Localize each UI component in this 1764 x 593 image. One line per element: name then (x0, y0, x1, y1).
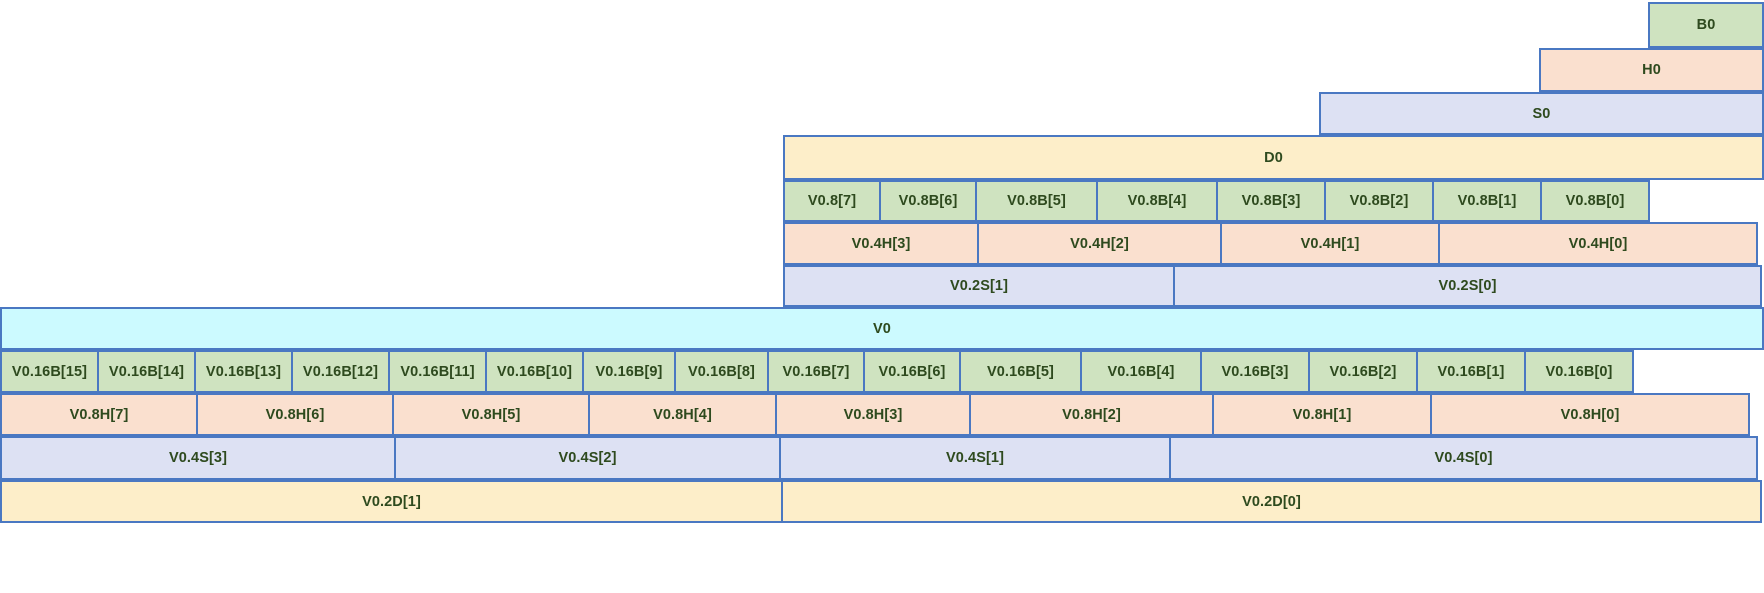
cell-v016b-10[interactable]: V0.16B[5] (959, 350, 1082, 393)
cell-d0-0[interactable]: D0 (783, 135, 1764, 180)
cell-v08b-5[interactable]: V0.8B[2] (1324, 180, 1434, 222)
cell-v04s-1[interactable]: V0.4S[2] (394, 436, 781, 480)
cell-v08h-5[interactable]: V0.8H[2] (969, 393, 1214, 436)
cell-v02s-1[interactable]: V0.2S[0] (1173, 265, 1762, 307)
cell-v08b-3[interactable]: V0.8B[4] (1096, 180, 1218, 222)
cell-v08b-0[interactable]: V0.8[7] (783, 180, 881, 222)
cell-v016b-3[interactable]: V0.16B[12] (291, 350, 390, 393)
cell-v0-0[interactable]: V0 (0, 307, 1764, 350)
cell-v04s-0[interactable]: V0.4S[3] (0, 436, 396, 480)
cell-v016b-7[interactable]: V0.16B[8] (674, 350, 769, 393)
cell-v04h-0[interactable]: V0.4H[3] (783, 222, 979, 265)
cell-v016b-9[interactable]: V0.16B[6] (863, 350, 961, 393)
row-b0: B0 (1648, 2, 1764, 48)
cell-v04s-3[interactable]: V0.4S[0] (1169, 436, 1758, 480)
cell-v08b-7[interactable]: V0.8B[0] (1540, 180, 1650, 222)
cell-v08b-4[interactable]: V0.8B[3] (1216, 180, 1326, 222)
cell-v08h-7[interactable]: V0.8H[0] (1430, 393, 1750, 436)
cell-v04h-3[interactable]: V0.4H[0] (1438, 222, 1758, 265)
cell-s0-0[interactable]: S0 (1319, 92, 1764, 135)
row-v016b: V0.16B[15]V0.16B[14]V0.16B[13]V0.16B[12]… (0, 350, 1764, 393)
row-v02d: V0.2D[1]V0.2D[0] (0, 480, 1764, 523)
cell-v016b-8[interactable]: V0.16B[7] (767, 350, 865, 393)
row-v08h: V0.8H[7]V0.8H[6]V0.8H[5]V0.8H[4]V0.8H[3]… (0, 393, 1764, 436)
cell-v016b-2[interactable]: V0.16B[13] (194, 350, 293, 393)
row-v08b: V0.8[7]V0.8B[6]V0.8B[5]V0.8B[4]V0.8B[3]V… (783, 180, 1764, 222)
cell-v04h-2[interactable]: V0.4H[1] (1220, 222, 1440, 265)
cell-v08b-6[interactable]: V0.8B[1] (1432, 180, 1542, 222)
cell-v016b-5[interactable]: V0.16B[10] (485, 350, 584, 393)
cell-v08h-6[interactable]: V0.8H[1] (1212, 393, 1432, 436)
cell-v016b-4[interactable]: V0.16B[11] (388, 350, 487, 393)
cell-v016b-1[interactable]: V0.16B[14] (97, 350, 196, 393)
cell-v08b-2[interactable]: V0.8B[5] (975, 180, 1098, 222)
cell-b0-0[interactable]: B0 (1648, 2, 1764, 48)
cell-v02d-1[interactable]: V0.2D[0] (781, 480, 1762, 523)
cell-h0-0[interactable]: H0 (1539, 48, 1764, 92)
cell-v04h-1[interactable]: V0.4H[2] (977, 222, 1222, 265)
cell-v08h-0[interactable]: V0.8H[7] (0, 393, 198, 436)
cell-v08h-4[interactable]: V0.8H[3] (775, 393, 971, 436)
cell-v08h-1[interactable]: V0.8H[6] (196, 393, 394, 436)
cell-v04s-2[interactable]: V0.4S[1] (779, 436, 1171, 480)
cell-v016b-6[interactable]: V0.16B[9] (582, 350, 676, 393)
cell-v016b-14[interactable]: V0.16B[1] (1416, 350, 1526, 393)
row-v04s: V0.4S[3]V0.4S[2]V0.4S[1]V0.4S[0] (0, 436, 1764, 480)
cell-v08h-2[interactable]: V0.8H[5] (392, 393, 590, 436)
row-h0: H0 (1539, 48, 1764, 92)
row-s0: S0 (1319, 92, 1764, 135)
row-v02s: V0.2S[1]V0.2S[0] (783, 265, 1764, 307)
row-v0: V0 (0, 307, 1764, 350)
cell-v02s-0[interactable]: V0.2S[1] (783, 265, 1175, 307)
cell-v016b-12[interactable]: V0.16B[3] (1200, 350, 1310, 393)
row-d0: D0 (783, 135, 1764, 180)
cell-v016b-11[interactable]: V0.16B[4] (1080, 350, 1202, 393)
cell-v016b-0[interactable]: V0.16B[15] (0, 350, 99, 393)
cell-v02d-0[interactable]: V0.2D[1] (0, 480, 783, 523)
cell-v08h-3[interactable]: V0.8H[4] (588, 393, 777, 436)
cell-v016b-15[interactable]: V0.16B[0] (1524, 350, 1634, 393)
cell-v016b-13[interactable]: V0.16B[2] (1308, 350, 1418, 393)
cell-v08b-1[interactable]: V0.8B[6] (879, 180, 977, 222)
row-v04h: V0.4H[3]V0.4H[2]V0.4H[1]V0.4H[0] (783, 222, 1764, 265)
